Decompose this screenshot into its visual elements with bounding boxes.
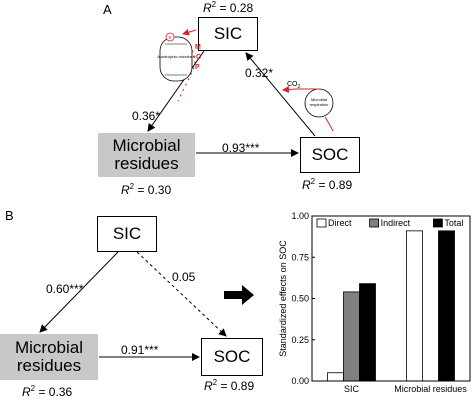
svg-text:CO2: CO2 xyxy=(287,81,301,90)
legend-swatch-direct xyxy=(316,218,327,228)
y-tick-label: 0.00 xyxy=(291,376,309,386)
bar-total-0 xyxy=(359,283,376,382)
svg-text:respiration: respiration xyxy=(310,102,329,107)
y-tick-label: 0.75 xyxy=(291,252,309,262)
panel-a-label: A xyxy=(103,2,112,17)
legend-swatch-total xyxy=(432,218,443,228)
mcp-letter-p: P xyxy=(195,64,200,71)
microbial-r2-a: R2 = 0.30 xyxy=(121,182,172,198)
legend-label-indirect: Indirect xyxy=(381,218,411,228)
y-tick-label: 1.00 xyxy=(291,211,309,221)
bar-indirect-0 xyxy=(343,291,360,382)
arrow-soc-to-sic-a xyxy=(245,52,316,137)
bar-total-1 xyxy=(438,230,455,382)
bar-direct-1 xyxy=(406,230,423,382)
microbial-r2-b: R2 = 0.36 xyxy=(22,384,73,400)
svg-text:Autotrophic microbes: Autotrophic microbes xyxy=(157,54,195,59)
microbial-respiration-inset: Microbial respiration CO2 xyxy=(282,81,334,132)
soc-r2-a: R2 = 0.89 xyxy=(302,177,353,193)
x-category-label: SIC xyxy=(344,384,360,394)
path-label-microbial-soc-a: 0.93*** xyxy=(222,141,260,155)
panel-a-arrows: Autotrophic microbes e M C P Microbial r… xyxy=(147,28,334,157)
path-label-soc-sic-a: 0.32* xyxy=(245,66,274,80)
legend-label-direct: Direct xyxy=(328,218,352,228)
autotrophic-microbes-inset: Autotrophic microbes e M C P xyxy=(157,28,201,102)
bar-direct-0 xyxy=(327,372,344,382)
right-arrow-icon xyxy=(224,285,254,305)
path-label-sic-soc-b: 0.05 xyxy=(172,270,196,284)
soc-box-b: SOC xyxy=(201,338,263,376)
x-category-label: Microbial residues xyxy=(394,384,467,394)
path-label-sic-microbial-a: 0.36* xyxy=(132,109,161,123)
soc-box-a: SOC xyxy=(300,137,360,173)
sic-box-a: SIC xyxy=(198,17,258,51)
arrow-sic-to-soc-b xyxy=(136,251,227,337)
panel-b-arrows xyxy=(39,251,227,361)
sic-box-b: SIC xyxy=(97,216,157,252)
y-tick-label: 0.50 xyxy=(291,294,309,304)
legend-swatch-indirect xyxy=(369,218,379,228)
path-label-sic-microbial-b: 0.60*** xyxy=(46,282,84,296)
y-tick-label: 0.25 xyxy=(291,335,309,345)
legend-label-total: Total xyxy=(444,218,463,228)
arrow-sic-to-microbial-b xyxy=(39,251,119,333)
svg-text:e: e xyxy=(169,35,172,41)
soc-r2-b: R2 = 0.89 xyxy=(204,378,255,394)
mcp-letter-m: M xyxy=(195,44,201,51)
sic-r2-a: R2 = 0.28 xyxy=(203,0,254,16)
panel-b-label: B xyxy=(5,208,14,223)
arrow-sic-to-microbial-a xyxy=(147,50,205,132)
svg-text:Microbial: Microbial xyxy=(311,97,327,102)
chart-frame xyxy=(311,215,471,382)
mcp-letter-c: C xyxy=(196,54,201,61)
effects-bar-chart: Standardized effects on SOC 0.00 0.25 0.50… xyxy=(278,211,471,394)
chart-y-axis-label: Standardized effects on SOC xyxy=(278,240,288,357)
path-label-microbial-soc-b: 0.91*** xyxy=(121,343,159,357)
